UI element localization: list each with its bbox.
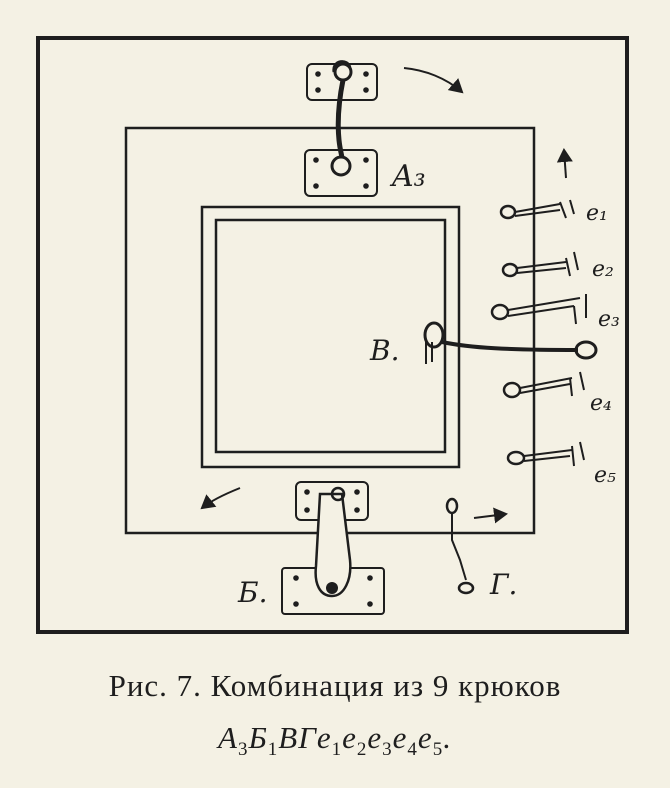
hook-g (445, 497, 475, 595)
figure-caption: Рис. 7. Комбинация из 9 крюков (108, 668, 562, 703)
caption-symbol: e (417, 720, 433, 755)
caption-subscript: 3 (237, 739, 249, 761)
arrow-bottom-left (200, 487, 241, 510)
hook-b (281, 481, 385, 615)
caption-subscript: 2 (356, 739, 368, 761)
caption-symbol: e (392, 720, 408, 755)
hook-e1 (499, 199, 575, 220)
label-v: В. (369, 334, 399, 367)
caption-subscript: 3 (382, 739, 393, 761)
hook-e2 (501, 251, 579, 278)
caption-symbol: A (218, 720, 238, 755)
hook-e5 (506, 441, 585, 467)
label-a3: A₃ (389, 159, 426, 194)
hook-v (423, 321, 598, 364)
window-frame (200, 205, 461, 469)
hook-e3 (490, 294, 587, 325)
caption-symbol: e (342, 720, 357, 755)
caption-subscript: 4 (407, 739, 418, 761)
hook-e4 (502, 371, 585, 399)
arrow-up (556, 148, 573, 179)
caption-symbol: e (367, 720, 383, 755)
arrow-right (473, 507, 508, 524)
hook-combination-diagram: A₃ В. Б. Г. e₁ e₂ e₃ e₄ e₅ (36, 36, 629, 634)
caption-period: . (443, 720, 452, 755)
label-e5: e₅ (594, 463, 616, 488)
label-e3: e₃ (598, 307, 620, 332)
label-e2: e₂ (592, 257, 614, 282)
label-g: Г. (489, 568, 517, 601)
window-frame-inner (214, 218, 447, 454)
label-b: Б. (237, 576, 267, 609)
caption-subscript: 1 (267, 739, 279, 761)
figure-caption-combination: A3Б1ВГe1e2e3e4e5. (0, 720, 670, 761)
outer-frame (36, 36, 629, 634)
caption-subscript: 1 (331, 739, 343, 761)
caption-symbol: Б (248, 720, 268, 755)
caption-subscript: 5 (432, 739, 444, 761)
arrow-top (403, 67, 464, 94)
caption-symbol: ВГe (278, 720, 332, 755)
label-e4: e₄ (590, 391, 612, 416)
label-e1: e₁ (586, 201, 608, 226)
hook-a3 (304, 60, 378, 197)
